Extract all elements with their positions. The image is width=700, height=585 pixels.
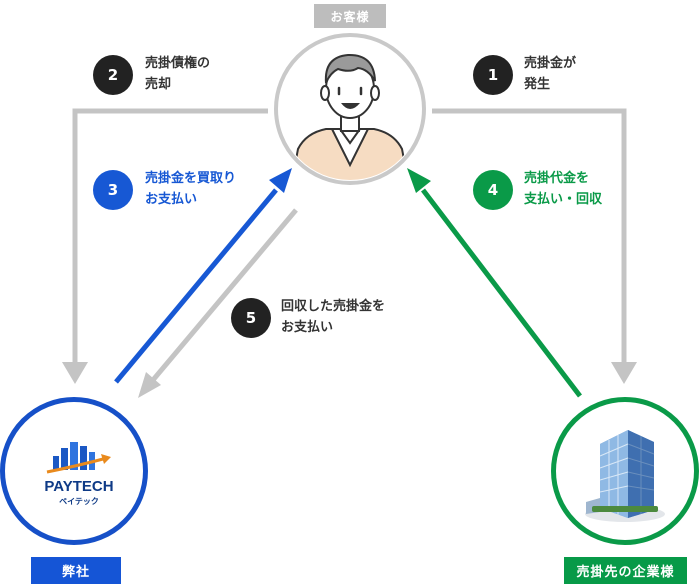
arrow-step-2: [62, 108, 268, 384]
client-label: 売掛先の企業様: [564, 557, 687, 584]
step-3-badge: 3: [93, 170, 133, 210]
step-2-line-1: 売掛債権の: [145, 56, 211, 71]
customer-label: お客様: [314, 4, 386, 28]
company-label: 弊社: [31, 557, 121, 584]
arrow-step-1: [432, 108, 637, 384]
building-icon: [585, 430, 665, 522]
arrow-step-3: [114, 168, 292, 384]
paytech-kana: ペイテック: [59, 497, 99, 506]
paytech-logo-icon: [46, 442, 111, 474]
step-1-line-2: 発生: [524, 77, 551, 92]
company-node: PAYTECH ペイテック: [0, 397, 148, 545]
step-5-line-2: お支払い: [281, 320, 334, 335]
step-2-text: 売掛債権の 売却: [145, 53, 210, 95]
step-1-badge: 1: [473, 55, 513, 95]
step-2-badge: 2: [93, 55, 133, 95]
arrow-step-4: [407, 168, 582, 398]
arrow-step-5: [138, 208, 298, 398]
customer-node: [274, 33, 426, 185]
paytech-logo: PAYTECH ペイテック: [29, 438, 129, 510]
step-3-line-1: 売掛金を買取り: [145, 171, 237, 186]
step-4-text: 売掛代金を 支払い・回収: [524, 168, 602, 210]
step-5-line-1: 回収した売掛金を: [281, 299, 386, 314]
step-5-text: 回収した売掛金を お支払い: [281, 296, 385, 338]
step-3-text: 売掛金を買取り お支払い: [145, 168, 236, 210]
step-4-line-2: 支払い・回収: [524, 192, 603, 207]
step-1-text: 売掛金が 発生: [524, 53, 576, 95]
step-5-badge: 5: [231, 298, 271, 338]
step-1-line-1: 売掛金が: [524, 56, 577, 71]
step-4-line-1: 売掛代金を: [524, 171, 590, 186]
person-icon: [290, 53, 410, 180]
paytech-name: PAYTECH: [44, 478, 114, 495]
client-node: [551, 397, 699, 545]
step-3-line-2: お支払い: [145, 192, 198, 207]
step-4-badge: 4: [473, 170, 513, 210]
step-2-line-2: 売却: [145, 77, 172, 92]
